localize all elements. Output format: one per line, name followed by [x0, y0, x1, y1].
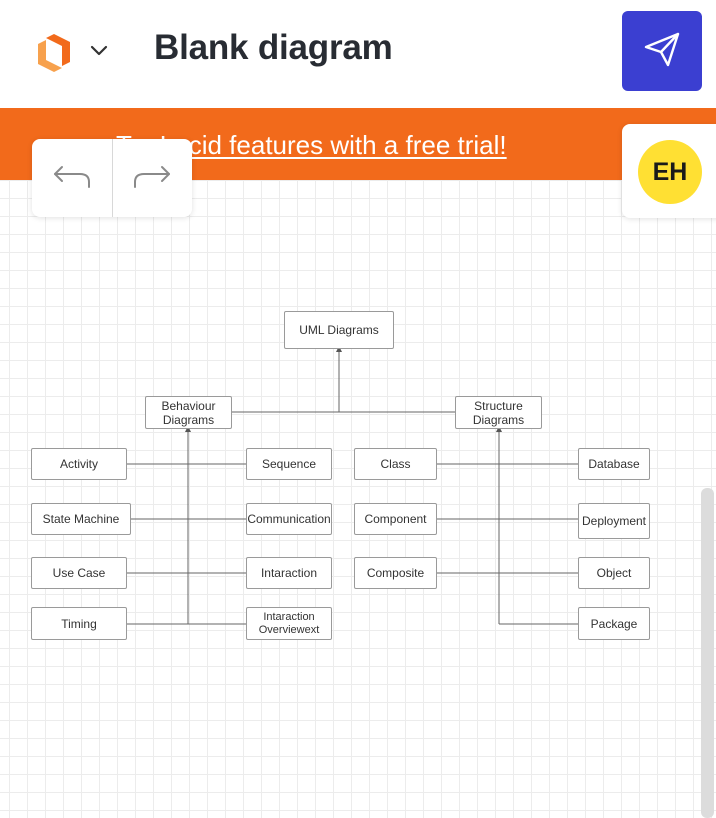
share-button[interactable] [622, 11, 702, 91]
undo-redo-toolbar [32, 139, 192, 217]
node-package[interactable]: Package [578, 607, 650, 640]
node-object[interactable]: Object [578, 557, 650, 589]
node-use-case[interactable]: Use Case [31, 557, 127, 589]
undo-button[interactable] [32, 139, 112, 217]
node-component[interactable]: Component [354, 503, 437, 535]
avatar[interactable]: EH [638, 140, 702, 204]
node-timing[interactable]: Timing [31, 607, 127, 640]
node-behaviour-diagrams[interactable]: Behaviour Diagrams [145, 396, 232, 429]
node-database[interactable]: Database [578, 448, 650, 480]
undo-icon [52, 161, 92, 196]
vertical-scrollbar[interactable] [701, 488, 714, 818]
top-bar: Blank diagram [0, 0, 716, 108]
paper-plane-icon [642, 29, 682, 74]
diagram-canvas[interactable] [0, 180, 716, 818]
node-activity[interactable]: Activity [31, 448, 127, 480]
chevron-down-icon[interactable] [88, 40, 110, 62]
node-structure-diagrams[interactable]: Structure Diagrams [455, 396, 542, 429]
node-uml-diagrams[interactable]: UML Diagrams [284, 311, 394, 349]
node-communication[interactable]: Communication [246, 503, 332, 535]
lucid-logo-icon[interactable] [34, 32, 78, 74]
collaborators-panel: EH [622, 124, 716, 218]
document-title[interactable]: Blank diagram [154, 28, 393, 67]
node-state-machine[interactable]: State Machine [31, 503, 131, 535]
redo-icon [132, 161, 172, 196]
node-sequence[interactable]: Sequence [246, 448, 332, 480]
node-deployment[interactable]: Deployment [578, 503, 650, 539]
node-interaction[interactable]: Intaraction [246, 557, 332, 589]
redo-button[interactable] [113, 139, 193, 217]
node-interaction-overview[interactable]: Intaraction Overviewext [246, 607, 332, 640]
node-composite[interactable]: Composite [354, 557, 437, 589]
toolbar-divider [111, 139, 113, 217]
node-class[interactable]: Class [354, 448, 437, 480]
